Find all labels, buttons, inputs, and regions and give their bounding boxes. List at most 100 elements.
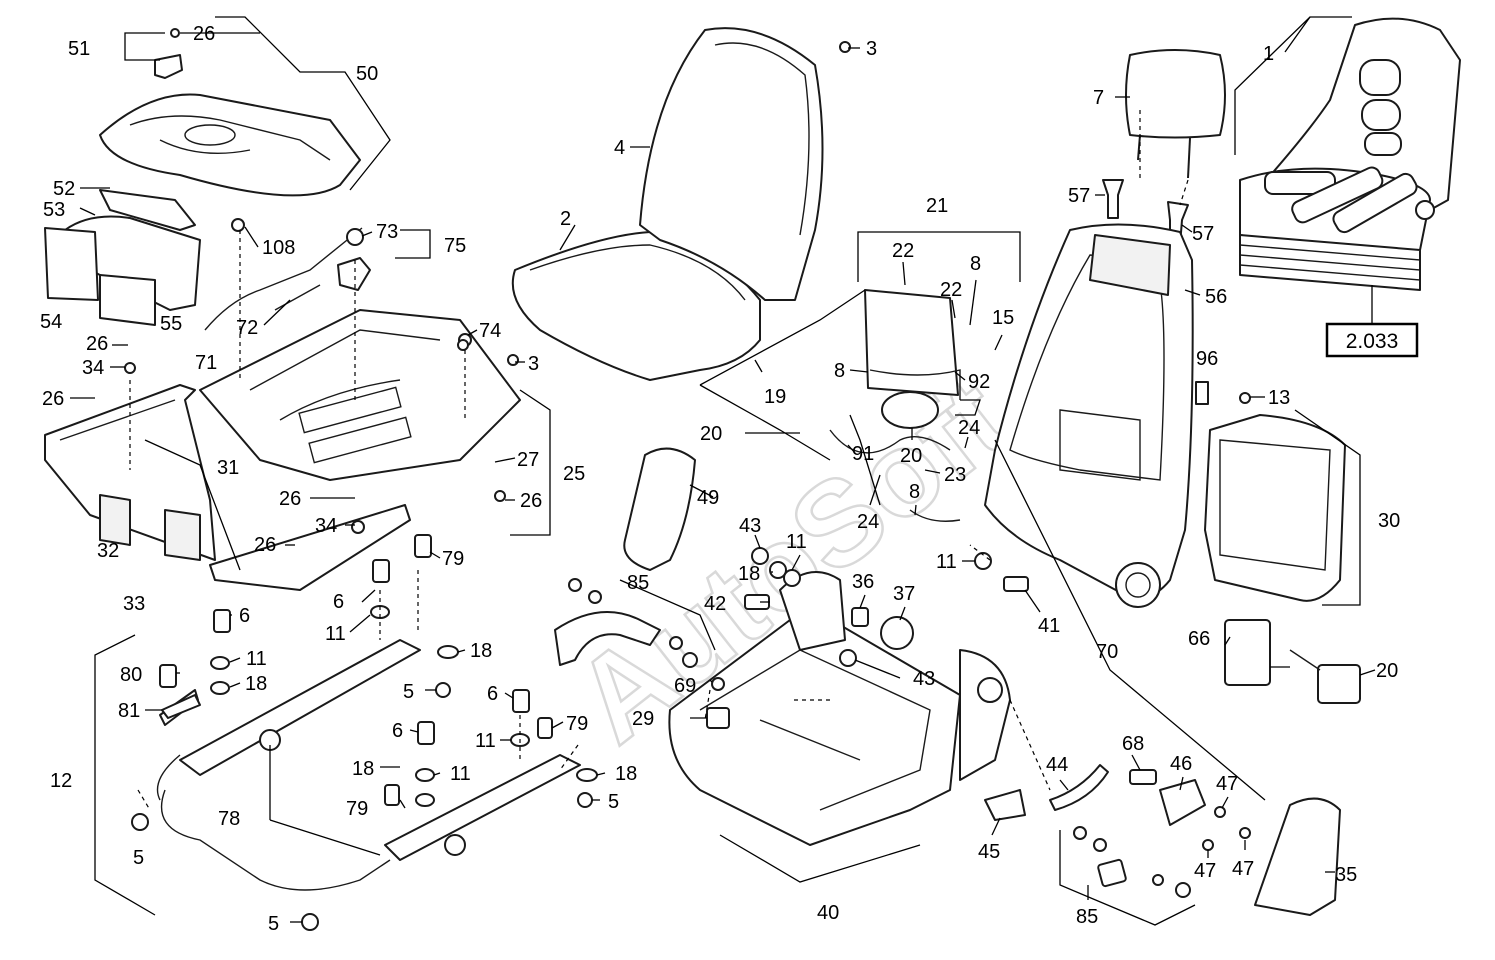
left-side-trim <box>44 227 99 301</box>
callout-47: 47 <box>1194 860 1216 882</box>
callout-11: 11 <box>325 623 346 645</box>
lumbar-bracket <box>99 189 196 231</box>
seat-base-plate <box>199 309 521 481</box>
callout-46: 46 <box>1170 753 1192 775</box>
callout-13: 13 <box>1268 387 1290 409</box>
callout-24: 24 <box>958 417 980 439</box>
callout-71: 71 <box>195 352 217 374</box>
seat-belt <box>554 611 661 666</box>
wiring-harness <box>829 289 961 522</box>
callout-44: 44 <box>1046 754 1068 776</box>
callout-81: 81 <box>118 700 140 722</box>
callout-26: 26 <box>42 388 64 410</box>
callout-80: 80 <box>120 664 142 686</box>
pan-bracket <box>154 54 183 79</box>
callout-26: 26 <box>86 333 108 355</box>
headrest <box>1125 49 1226 179</box>
callout-49: 49 <box>697 487 719 509</box>
side-trim-panel <box>1254 797 1341 916</box>
callout-3: 3 <box>528 353 539 375</box>
callout-20: 20 <box>1376 660 1398 682</box>
reference-box: 2.033 <box>1325 285 1419 358</box>
callout-47: 47 <box>1232 858 1254 880</box>
leader-lines <box>70 16 1376 923</box>
callout-85: 85 <box>1076 906 1098 928</box>
callout-6: 6 <box>239 605 250 627</box>
callout-78: 78 <box>218 808 240 830</box>
callout-8: 8 <box>834 360 845 382</box>
callout-56: 56 <box>1205 286 1227 308</box>
lower-support-frame <box>44 384 216 561</box>
callout-8: 8 <box>909 481 920 503</box>
callout-11: 11 <box>936 551 957 573</box>
callout-6: 6 <box>392 720 403 742</box>
upper-seat-pan <box>99 93 361 197</box>
callout-36: 36 <box>852 571 874 593</box>
callout-27: 27 <box>517 449 539 471</box>
callout-3: 3 <box>866 38 877 60</box>
callout-5: 5 <box>268 913 279 935</box>
callout-74: 74 <box>479 320 501 342</box>
callout-29: 29 <box>632 708 654 730</box>
seat-bottom-frame <box>668 571 1011 846</box>
callout-35: 35 <box>1335 864 1357 886</box>
callout-21: 21 <box>926 195 948 217</box>
adjust-knob <box>337 257 371 291</box>
hardware-fasteners <box>124 28 1251 931</box>
callout-12: 12 <box>50 770 72 792</box>
callout-72: 72 <box>236 317 258 339</box>
callout-22: 22 <box>892 240 914 262</box>
callout-47: 47 <box>1216 773 1238 795</box>
callout-2: 2 <box>560 208 571 230</box>
callout-11: 11 <box>786 531 807 553</box>
lever-handle <box>984 789 1026 821</box>
callout-1: 1 <box>1263 43 1274 65</box>
callout-79: 79 <box>442 548 464 570</box>
callout-92: 92 <box>968 371 990 393</box>
side-cover <box>623 447 696 571</box>
callout-19: 19 <box>764 386 786 408</box>
mounting-plate <box>1159 779 1206 826</box>
callout-55: 55 <box>160 313 182 335</box>
callout-7: 7 <box>1093 87 1104 109</box>
callout-57: 57 <box>1068 185 1090 207</box>
control-module <box>1224 619 1271 686</box>
callout-11: 11 <box>246 648 267 670</box>
callout-69: 69 <box>674 675 696 697</box>
callout-18: 18 <box>352 758 374 780</box>
callout-33: 33 <box>123 593 145 615</box>
callout-79: 79 <box>566 713 588 735</box>
callout-75: 75 <box>444 235 466 257</box>
callout-22: 22 <box>940 279 962 301</box>
reference-code: 2.033 <box>1346 330 1399 353</box>
group-brackets <box>94 16 1361 926</box>
spring-cable <box>204 227 363 331</box>
callout-5: 5 <box>133 847 144 869</box>
callout-70: 70 <box>1096 641 1118 663</box>
callout-26: 26 <box>254 534 276 556</box>
lever-arm <box>1049 764 1109 811</box>
callout-51: 51 <box>68 38 90 60</box>
dial-knob <box>880 616 914 650</box>
switch-unit <box>1317 664 1361 704</box>
callout-53: 53 <box>43 199 65 221</box>
callout-18: 18 <box>245 673 267 695</box>
callout-43: 43 <box>913 668 935 690</box>
latch <box>851 607 869 627</box>
callout-108: 108 <box>262 237 295 259</box>
callout-37: 37 <box>893 583 915 605</box>
callout-labels: 1 2 3 3 4 5 5 5 5 6 6 6 6 7 8 8 8 11 11 … <box>40 23 1400 935</box>
belt-buckle <box>1097 858 1127 888</box>
callout-66: 66 <box>1188 628 1210 650</box>
callout-20: 20 <box>700 423 722 445</box>
callout-26: 26 <box>193 23 215 45</box>
callout-23: 23 <box>944 464 966 486</box>
callout-5: 5 <box>608 791 619 813</box>
callout-50: 50 <box>356 63 378 85</box>
callout-41: 41 <box>1038 615 1060 637</box>
callout-24: 24 <box>857 511 879 533</box>
callout-11: 11 <box>475 730 496 752</box>
callout-26: 26 <box>520 490 542 512</box>
